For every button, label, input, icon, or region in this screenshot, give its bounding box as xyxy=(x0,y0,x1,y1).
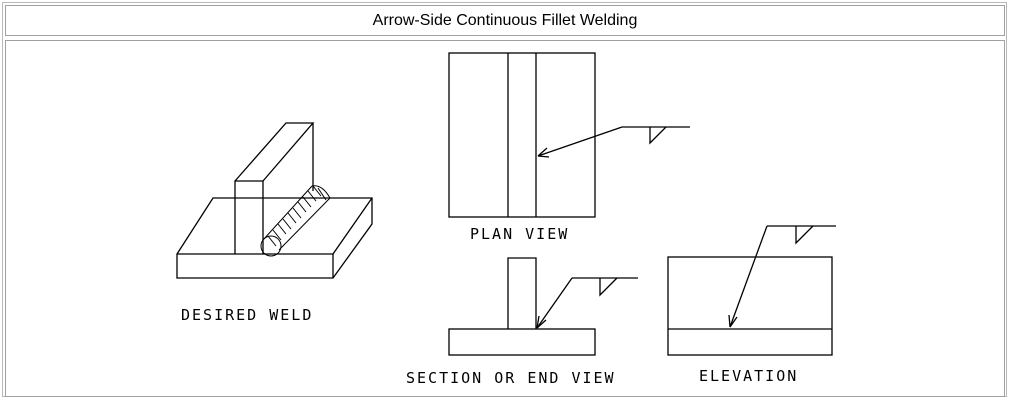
elevation-figure xyxy=(667,225,836,356)
label-plan-view: PLAN VIEW xyxy=(470,225,569,243)
label-section-view: SECTION OR END VIEW xyxy=(406,369,616,387)
label-elevation: ELEVATION xyxy=(699,367,798,385)
figure-frame xyxy=(2,2,1007,397)
elevation-weld-symbol xyxy=(728,225,836,328)
weld-bead xyxy=(260,185,331,257)
diagram-panel xyxy=(5,40,1005,397)
figure-title: Arrow-Side Continuous Fillet Welding xyxy=(5,5,1005,36)
section-weld-symbol xyxy=(536,277,638,329)
desired-weld-figure xyxy=(176,122,373,279)
plan-view-figure xyxy=(448,52,690,218)
label-desired-weld: DESIRED WELD xyxy=(181,306,313,324)
section-view-figure xyxy=(448,257,638,356)
plan-weld-symbol xyxy=(537,126,690,158)
